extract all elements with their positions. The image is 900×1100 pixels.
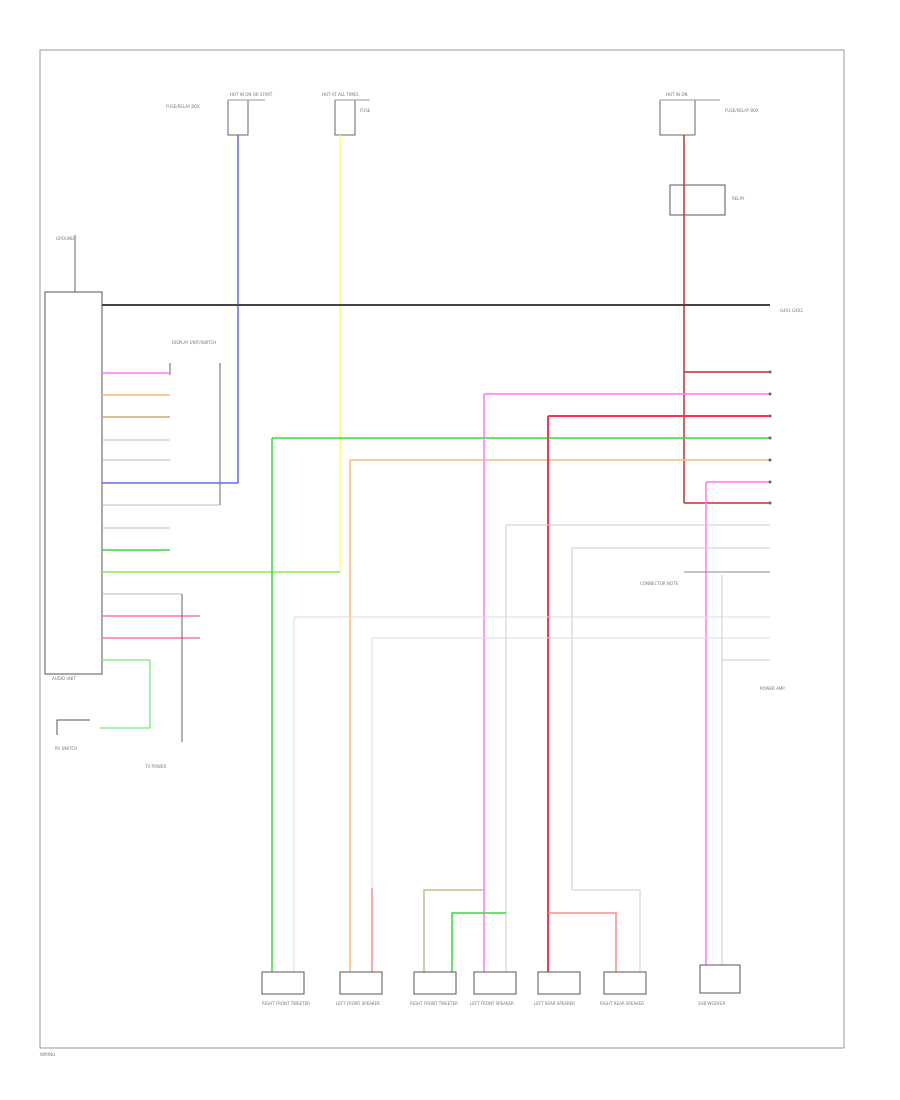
speaker-row: RIGHT FRONT TWEETER LEFT FRONT SPEAKER R… xyxy=(261,964,741,1006)
svg-text:AUDIO UNIT: AUDIO UNIT xyxy=(52,676,76,681)
svg-text:WIRING: WIRING xyxy=(40,1052,55,1057)
svg-text:DISPLAY UNIT/SWITCH: DISPLAY UNIT/SWITCH xyxy=(172,340,216,345)
svg-text:SUB WOOFER: SUB WOOFER xyxy=(698,1001,726,1006)
speaker-5 xyxy=(537,971,581,995)
svg-text:HOT IN ON OR START: HOT IN ON OR START xyxy=(230,92,273,97)
speaker-2 xyxy=(339,971,383,995)
diagram-frame xyxy=(39,49,845,1049)
amp-connector-pins xyxy=(768,370,772,505)
svg-text:GROUND: GROUND xyxy=(56,236,74,241)
speaker-7 xyxy=(699,964,741,994)
svg-text:HOT IN ON: HOT IN ON xyxy=(666,92,687,97)
svg-text:LEFT FRONT SPEAKER: LEFT FRONT SPEAKER xyxy=(336,1001,380,1006)
svg-text:LEFT REAR SPEAKER: LEFT REAR SPEAKER xyxy=(534,1001,575,1006)
fuse-box-left: HOT IN ON OR START FUSE/RELAY BOX xyxy=(166,92,273,136)
svg-text:CONNECTOR NOTE: CONNECTOR NOTE xyxy=(640,581,678,586)
svg-text:HOT AT ALL TIMES: HOT AT ALL TIMES xyxy=(322,92,359,97)
svg-text:TV POWER: TV POWER xyxy=(144,764,166,769)
svg-text:FUSE: FUSE xyxy=(360,108,371,113)
fuse-box-mid: HOT AT ALL TIMES FUSE xyxy=(322,92,371,136)
svg-text:FUSE/RELAY BOX: FUSE/RELAY BOX xyxy=(166,104,200,109)
svg-text:FUSE/RELAY BOX: FUSE/RELAY BOX xyxy=(725,108,759,113)
speaker-4 xyxy=(473,971,517,995)
fuse-box-right: HOT IN ON FUSE/RELAY BOX RELAY xyxy=(659,92,759,216)
svg-text:LEFT FRONT SPEAKER: LEFT FRONT SPEAKER xyxy=(470,1001,514,1006)
audio-unit-connector xyxy=(44,291,103,675)
svg-text:PU SWITCH: PU SWITCH xyxy=(55,746,77,751)
speaker-6 xyxy=(603,971,647,995)
svg-text:RIGHT REAR SPEAKER: RIGHT REAR SPEAKER xyxy=(600,1001,644,1006)
speaker-3 xyxy=(413,971,457,995)
svg-text:RELAY: RELAY xyxy=(732,196,745,201)
svg-text:POWER AMP: POWER AMP xyxy=(760,686,785,691)
svg-text:G401 G402: G401 G402 xyxy=(780,308,803,313)
svg-text:RIGHT FRONT TWEETER: RIGHT FRONT TWEETER xyxy=(262,1001,310,1006)
speaker-1 xyxy=(261,971,305,995)
svg-text:RIGHT FRONT TWEETER: RIGHT FRONT TWEETER xyxy=(410,1001,458,1006)
